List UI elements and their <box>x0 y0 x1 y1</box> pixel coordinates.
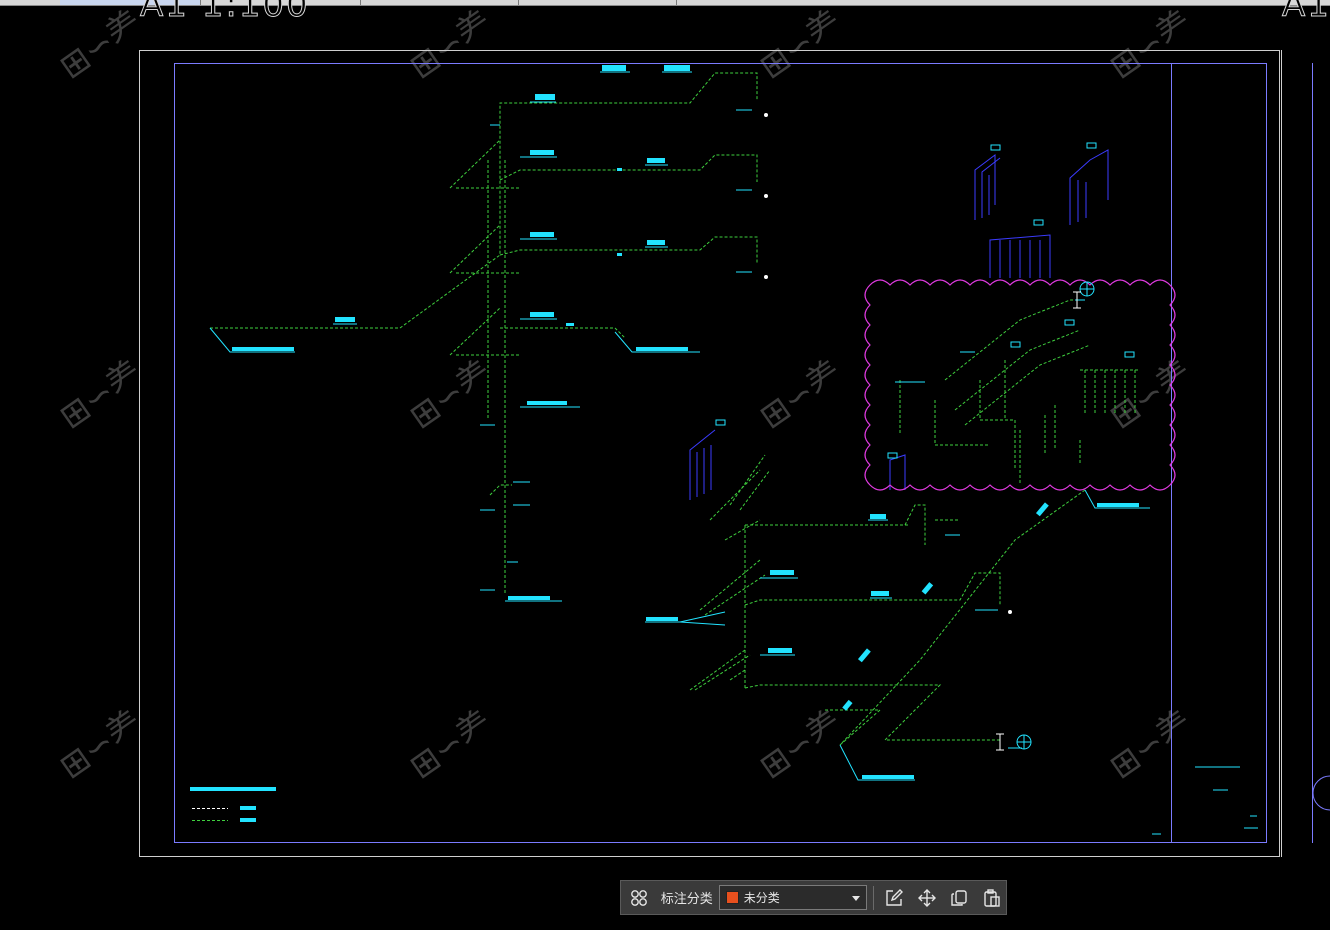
svg-text:⊞∽⺶: ⊞∽⺶ <box>752 702 849 787</box>
tab-segment[interactable] <box>360 0 519 5</box>
category-color-swatch <box>725 891 739 904</box>
svg-text:⊞∽⺶: ⊞∽⺶ <box>52 702 149 787</box>
title-block <box>1152 766 1258 835</box>
paste-icon[interactable] <box>978 884 1006 912</box>
edit-icon[interactable] <box>880 884 908 912</box>
riser-group-upper-right <box>689 142 1135 500</box>
chevron-down-icon <box>852 896 861 901</box>
next-sheet-scale-label: A1 <box>1282 0 1330 25</box>
toolbar-divider <box>873 885 875 910</box>
pipe-system-lower <box>645 454 1150 781</box>
svg-text:⊞∽⺶: ⊞∽⺶ <box>402 2 499 87</box>
tab-segment-active[interactable] <box>60 0 201 5</box>
svg-text:⊞∽⺶: ⊞∽⺶ <box>1102 702 1199 787</box>
svg-text:⊞∽⺶: ⊞∽⺶ <box>752 352 849 437</box>
category-value: 未分类 <box>743 891 780 905</box>
tab-segment[interactable] <box>200 0 361 5</box>
category-dropdown[interactable]: 未分类 <box>718 885 868 910</box>
category-label: 标注分类 <box>660 892 713 907</box>
annotation-toolbar: 标注分类 未分类 <box>620 880 1007 915</box>
tab-segment[interactable] <box>518 0 677 5</box>
svg-text:⊞∽⺶: ⊞∽⺶ <box>1102 2 1199 87</box>
watermark-layer: ⊞∽⺶ ⊞∽⺶ ⊞∽⺶ ⊞∽⺶ ⊞∽⺶ ⊞∽⺶ ⊞∽⺶ ⊞∽⺶ ⊞∽⺶ ⊞∽⺶ … <box>52 2 1199 787</box>
svg-text:⊞∽⺶: ⊞∽⺶ <box>1102 352 1199 437</box>
grid-icon[interactable] <box>625 884 653 912</box>
svg-text:⊞∽⺶: ⊞∽⺶ <box>402 702 499 787</box>
copy-icon[interactable] <box>946 884 974 912</box>
sheet-scale-label: A1 1:100 <box>140 0 310 25</box>
move-icon[interactable] <box>913 884 941 912</box>
sheet-frame <box>139 50 1330 857</box>
svg-text:⊞∽⺶: ⊞∽⺶ <box>52 352 149 437</box>
pipe-system-upper-left <box>209 65 768 602</box>
revision-cloud <box>864 279 1176 491</box>
top-tab-strip <box>0 0 1330 6</box>
svg-text:⊞∽⺶: ⊞∽⺶ <box>52 2 149 87</box>
legend <box>190 787 276 822</box>
svg-text:⊞∽⺶: ⊞∽⺶ <box>752 2 849 87</box>
